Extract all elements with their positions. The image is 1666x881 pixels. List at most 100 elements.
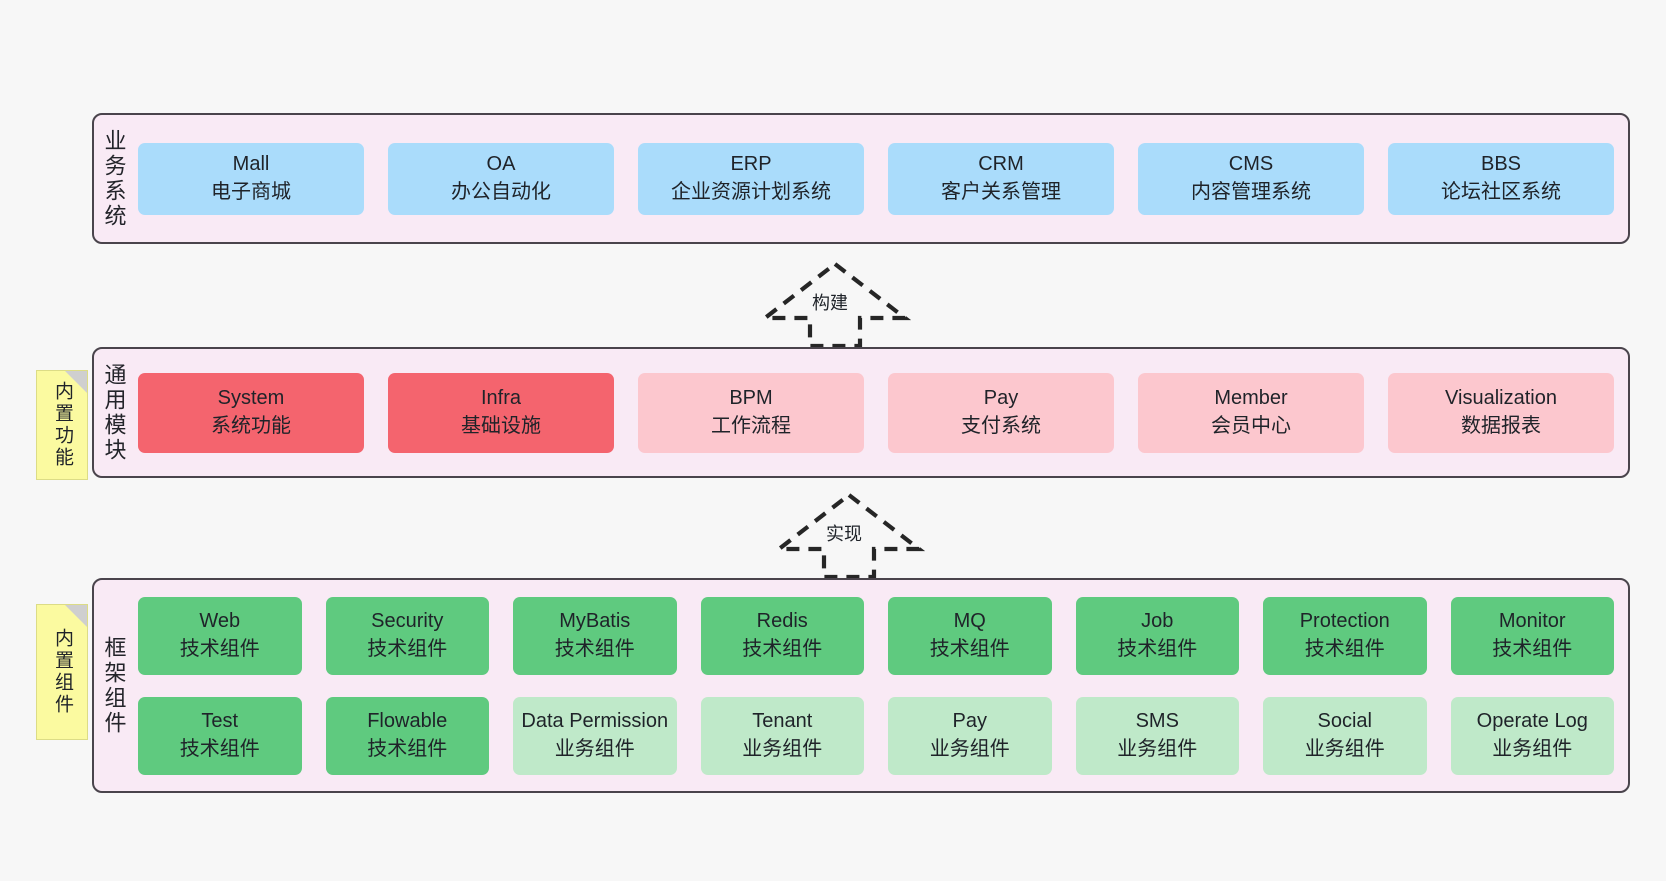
layer-body-common: System 系统功能 Infra 基础设施 BPM 工作流程 Pay 支付系统… bbox=[134, 349, 1628, 476]
node-subtitle: 技术组件 bbox=[179, 737, 260, 760]
layer-row: Test 技术组件 Flowable 技术组件 Data Permission … bbox=[138, 696, 1614, 775]
node-subtitle: 业务组件 bbox=[1117, 737, 1198, 760]
node-redis[interactable]: Redis 技术组件 bbox=[700, 596, 864, 675]
node-subtitle: 工作流程 bbox=[711, 414, 791, 437]
node-operate-log[interactable]: Operate Log 业务组件 bbox=[1450, 696, 1614, 775]
node-subtitle: 支付系统 bbox=[961, 414, 1041, 437]
node-tenant[interactable]: Tenant 业务组件 bbox=[700, 696, 864, 775]
layer-common-modules: 通用模块 System 系统功能 Infra 基础设施 BPM 工作流程 Pay… bbox=[92, 347, 1630, 478]
node-subtitle: 客户关系管理 bbox=[941, 180, 1061, 203]
node-social[interactable]: Social 业务组件 bbox=[1263, 696, 1427, 775]
node-flowable[interactable]: Flowable 技术组件 bbox=[325, 696, 489, 775]
node-subtitle: 业务组件 bbox=[929, 737, 1010, 760]
layer-row: Mall 电子商城 OA 办公自动化 ERP 企业资源计划系统 CRM 客户关系… bbox=[138, 142, 1614, 215]
node-title: Protection bbox=[1299, 609, 1390, 632]
node-system[interactable]: System 系统功能 bbox=[138, 372, 364, 453]
node-subtitle: 业务组件 bbox=[554, 737, 635, 760]
node-title: Pay bbox=[983, 386, 1019, 409]
node-sms[interactable]: SMS 业务组件 bbox=[1075, 696, 1239, 775]
node-mall[interactable]: Mall 电子商城 bbox=[138, 142, 364, 215]
node-subtitle: 论坛社区系统 bbox=[1441, 180, 1561, 203]
node-title: Web bbox=[199, 609, 241, 632]
node-test[interactable]: Test 技术组件 bbox=[138, 696, 302, 775]
node-pay-component[interactable]: Pay 业务组件 bbox=[888, 696, 1052, 775]
connector-build-label: 构建 bbox=[812, 293, 848, 313]
layer-title-business: 业务系统 bbox=[101, 128, 127, 229]
node-title: Monitor bbox=[1498, 609, 1566, 632]
node-title: Redis bbox=[756, 609, 808, 632]
layer-title-frame: 框架组件 bbox=[101, 635, 127, 736]
node-member[interactable]: Member 会员中心 bbox=[1138, 372, 1364, 453]
node-title: SMS bbox=[1135, 709, 1179, 732]
node-bbs[interactable]: BBS 论坛社区系统 bbox=[1388, 142, 1614, 215]
node-mybatis[interactable]: MyBatis 技术组件 bbox=[513, 596, 677, 675]
node-title: Member bbox=[1214, 386, 1288, 409]
node-title: Pay bbox=[952, 709, 987, 732]
layer-row: System 系统功能 Infra 基础设施 BPM 工作流程 Pay 支付系统… bbox=[138, 372, 1614, 453]
layer-framework-components: 框架组件 Web 技术组件 Security 技术组件 MyBatis 技术组件… bbox=[92, 578, 1630, 793]
node-subtitle: 技术组件 bbox=[367, 737, 448, 760]
node-title: BBS bbox=[1480, 152, 1522, 175]
node-title: MQ bbox=[953, 609, 986, 632]
node-subtitle: 业务组件 bbox=[1492, 737, 1573, 760]
node-title: Operate Log bbox=[1476, 709, 1588, 732]
connector-implement-label: 实现 bbox=[826, 524, 862, 544]
node-title: Test bbox=[201, 709, 239, 732]
node-title: Tenant bbox=[752, 709, 813, 732]
node-bpm[interactable]: BPM 工作流程 bbox=[638, 372, 864, 453]
node-title: Social bbox=[1317, 709, 1372, 732]
node-subtitle: 业务组件 bbox=[1304, 737, 1385, 760]
node-job[interactable]: Job 技术组件 bbox=[1075, 596, 1239, 675]
node-protection[interactable]: Protection 技术组件 bbox=[1263, 596, 1427, 675]
node-web[interactable]: Web 技术组件 bbox=[138, 596, 302, 675]
node-subtitle: 技术组件 bbox=[554, 637, 635, 660]
node-erp[interactable]: ERP 企业资源计划系统 bbox=[638, 142, 864, 215]
node-title: ERP bbox=[730, 152, 772, 175]
node-subtitle: 技术组件 bbox=[742, 637, 823, 660]
node-title: CRM bbox=[978, 152, 1024, 175]
node-title: BPM bbox=[729, 386, 773, 409]
node-infra[interactable]: Infra 基础设施 bbox=[388, 372, 614, 453]
node-subtitle: 企业资源计划系统 bbox=[671, 180, 831, 203]
node-title: Security bbox=[371, 609, 444, 632]
node-title: Mall bbox=[232, 152, 270, 175]
node-subtitle: 数据报表 bbox=[1461, 414, 1541, 437]
node-pay-module[interactable]: Pay 支付系统 bbox=[888, 372, 1114, 453]
node-data-permission[interactable]: Data Permission 业务组件 bbox=[513, 696, 677, 775]
layer-body-business: Mall 电子商城 OA 办公自动化 ERP 企业资源计划系统 CRM 客户关系… bbox=[134, 115, 1628, 242]
node-subtitle: 业务组件 bbox=[742, 737, 823, 760]
node-subtitle: 基础设施 bbox=[461, 414, 541, 437]
node-title: MyBatis bbox=[559, 609, 631, 632]
node-visualization[interactable]: Visualization 数据报表 bbox=[1388, 372, 1614, 453]
layer-row: Web 技术组件 Security 技术组件 MyBatis 技术组件 Redi… bbox=[138, 596, 1614, 675]
node-monitor[interactable]: Monitor 技术组件 bbox=[1450, 596, 1614, 675]
node-title: OA bbox=[486, 152, 516, 175]
node-subtitle: 办公自动化 bbox=[451, 180, 551, 203]
node-subtitle: 技术组件 bbox=[1117, 637, 1198, 660]
connector-implement-arrow bbox=[772, 492, 926, 579]
node-subtitle: 内容管理系统 bbox=[1191, 180, 1311, 203]
sticky-note-builtin-components: 内置组件 bbox=[36, 604, 88, 740]
node-title: Flowable bbox=[367, 709, 448, 732]
node-crm[interactable]: CRM 客户关系管理 bbox=[888, 142, 1114, 215]
node-security[interactable]: Security 技术组件 bbox=[325, 596, 489, 675]
node-title: Data Permission bbox=[521, 709, 669, 732]
node-mq[interactable]: MQ 技术组件 bbox=[888, 596, 1052, 675]
sticky-note-builtin-features: 内置功能 bbox=[36, 370, 88, 480]
node-subtitle: 系统功能 bbox=[211, 414, 291, 437]
node-subtitle: 技术组件 bbox=[1304, 637, 1385, 660]
node-subtitle: 技术组件 bbox=[929, 637, 1010, 660]
node-subtitle: 技术组件 bbox=[367, 637, 448, 660]
node-title: Visualization bbox=[1445, 386, 1557, 409]
node-subtitle: 技术组件 bbox=[179, 637, 260, 660]
connector-build-arrow bbox=[758, 261, 912, 348]
node-subtitle: 电子商城 bbox=[211, 180, 291, 203]
node-title: System bbox=[217, 386, 285, 409]
layer-body-frame: Web 技术组件 Security 技术组件 MyBatis 技术组件 Redi… bbox=[134, 580, 1628, 791]
layer-business-systems: 业务系统 Mall 电子商城 OA 办公自动化 ERP 企业资源计划系统 CRM… bbox=[92, 113, 1630, 244]
node-title: CMS bbox=[1228, 152, 1274, 175]
node-oa[interactable]: OA 办公自动化 bbox=[388, 142, 614, 215]
node-cms[interactable]: CMS 内容管理系统 bbox=[1138, 142, 1364, 215]
node-subtitle: 会员中心 bbox=[1211, 414, 1291, 437]
